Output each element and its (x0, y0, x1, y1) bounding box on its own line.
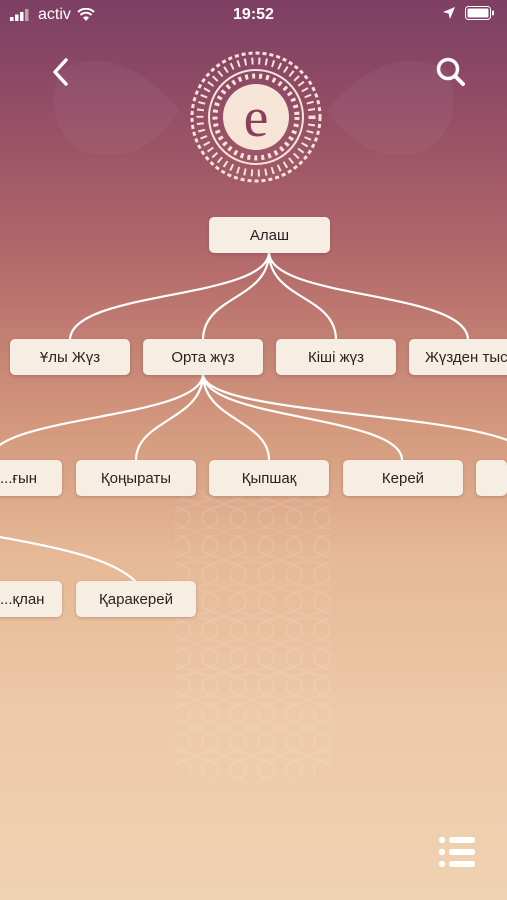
tree-node-root[interactable]: Алаш (209, 217, 330, 253)
tree-node-tribe-partial[interactable]: ...ғын (0, 460, 62, 496)
back-button[interactable] (40, 52, 80, 92)
location-arrow-icon (443, 7, 455, 19)
logo-letter: e (244, 87, 269, 149)
tree-node-subtribe-partial[interactable]: ...қлан (0, 581, 62, 617)
battery-icon (465, 6, 494, 20)
app-logo-icon: e (190, 51, 322, 183)
status-right (443, 6, 495, 20)
search-button[interactable] (431, 52, 471, 92)
tree-node-kypshak[interactable]: Қыпшақ (209, 460, 329, 496)
status-left: activ (10, 6, 95, 24)
list-view-button[interactable] (438, 834, 478, 870)
signal-icon (10, 9, 29, 21)
wifi-icon (77, 8, 95, 21)
search-icon (436, 57, 465, 86)
tree-node-kerey[interactable]: Керей (343, 460, 463, 496)
list-icon (438, 836, 475, 868)
chevron-left-icon (53, 58, 68, 86)
status-time: 19:52 (233, 6, 274, 23)
tree-node-karakerey[interactable]: Қаракерей (76, 581, 196, 617)
tree-node-tribe-offscreen[interactable] (476, 460, 507, 496)
tree-node-orta-zhuz[interactable]: Орта жүз (143, 339, 263, 375)
tree-node-uly-zhuz[interactable]: Ұлы Жүз (10, 339, 130, 375)
status-bar: activ 19:52 (0, 0, 507, 30)
tree-node-zhuzden-tys[interactable]: Жүзден тыс (409, 339, 507, 375)
carrier-name: activ (38, 6, 71, 23)
tree-node-konyraty[interactable]: Қоңыраты (76, 460, 196, 496)
tree-node-kishi-zhuz[interactable]: Кіші жүз (276, 339, 396, 375)
